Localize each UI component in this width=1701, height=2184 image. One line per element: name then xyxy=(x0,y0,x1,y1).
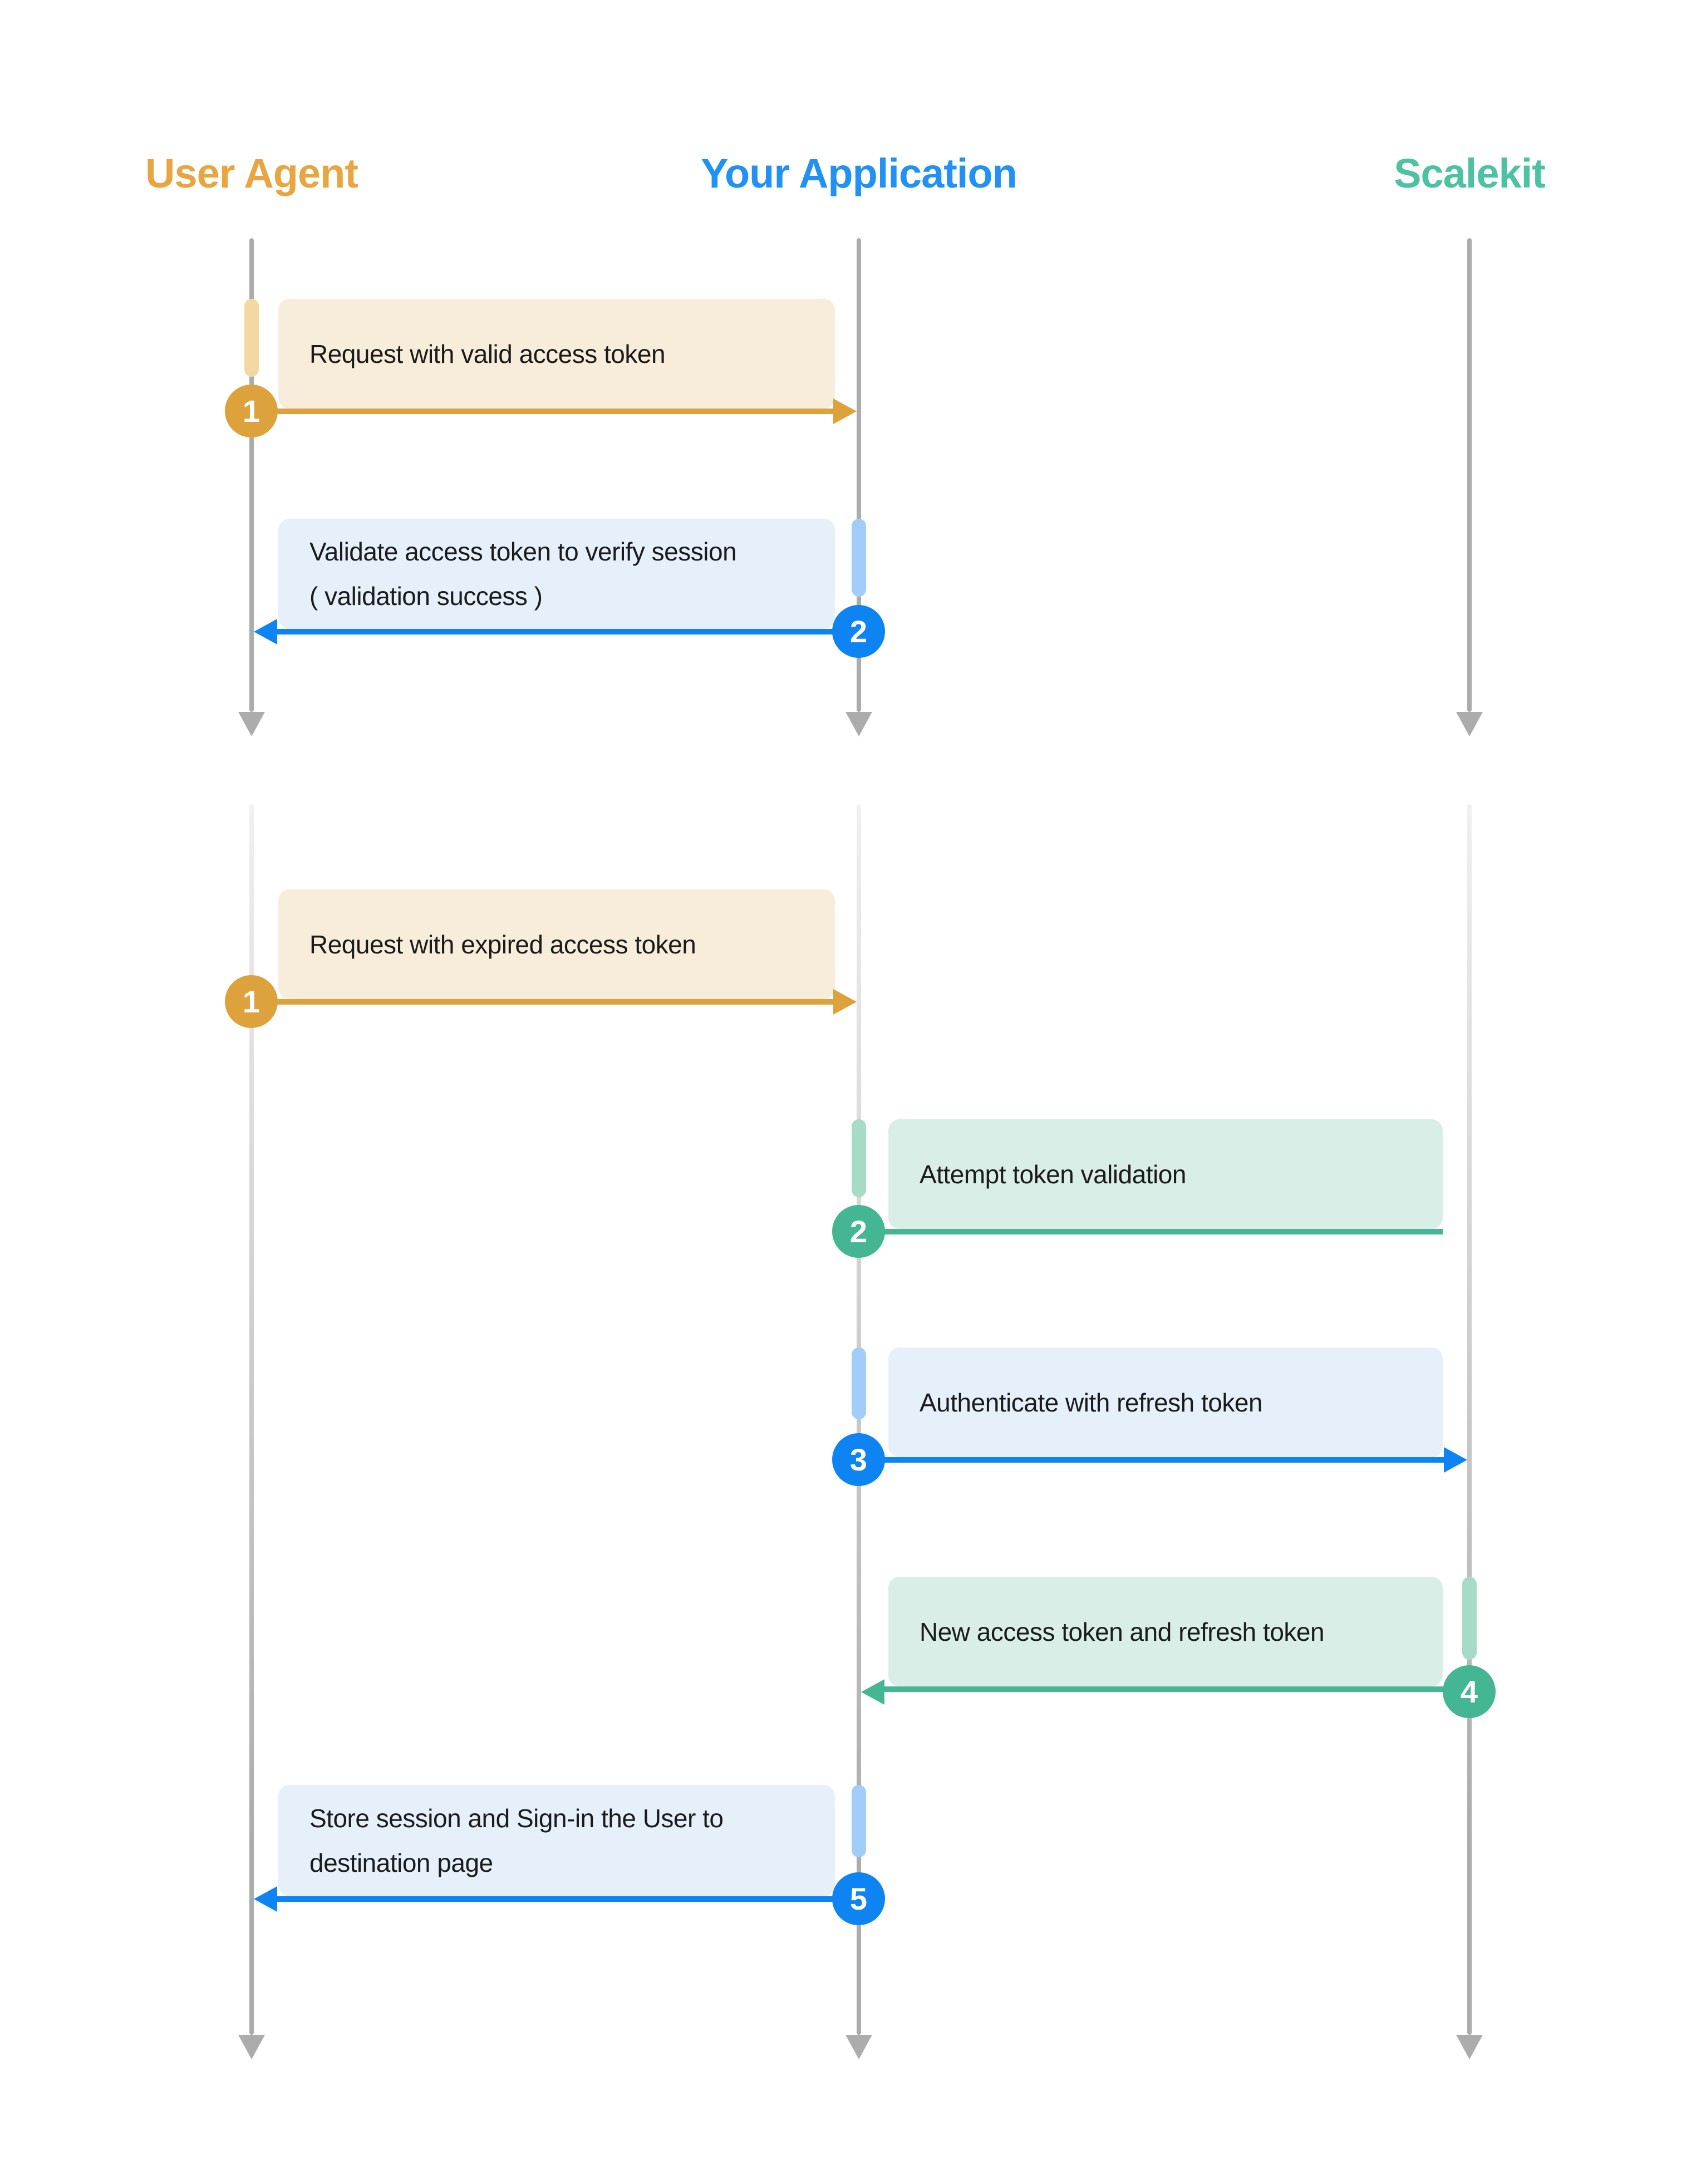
activation-bar xyxy=(852,1119,866,1197)
message-arrow xyxy=(277,1896,859,1902)
activation-bar xyxy=(1462,1577,1477,1660)
lifeline-arrowhead-user-agent-section2 xyxy=(238,2035,265,2059)
step-badge: 3 xyxy=(832,1433,885,1486)
activation-bar xyxy=(244,299,259,377)
step-badge: 1 xyxy=(225,975,278,1028)
lifeline-your-application-section2 xyxy=(857,804,861,2035)
message-arrow xyxy=(277,629,859,634)
lifeline-user-agent-section2 xyxy=(249,804,254,2035)
message-box: Request with valid access token xyxy=(278,299,835,409)
arrowhead-right-icon xyxy=(833,399,857,424)
step-badge: 2 xyxy=(832,1205,885,1258)
arrowhead-left-icon xyxy=(254,1886,277,1912)
message-box: Authenticate with refresh token xyxy=(888,1347,1443,1457)
actor-header-user-agent: User Agent xyxy=(145,150,358,196)
actor-header-your-application: Your Application xyxy=(701,150,1017,196)
message-arrow xyxy=(252,999,833,1005)
message-box: Validate access token to verify session … xyxy=(278,519,835,629)
lifeline-arrowhead-your-application-section2 xyxy=(845,2035,872,2059)
activation-bar xyxy=(852,1785,866,1857)
lifeline-user-agent-section1 xyxy=(249,238,254,712)
message-box: Store session and Sign-in the User to de… xyxy=(278,1785,835,1896)
activation-bar xyxy=(852,1347,866,1419)
arrowhead-left-icon xyxy=(861,1679,884,1705)
step-badge: 5 xyxy=(832,1872,885,1925)
message-underline xyxy=(859,1229,1443,1234)
lifeline-scalekit-section1 xyxy=(1467,238,1472,712)
message-arrow xyxy=(884,1686,1469,1692)
lifeline-arrowhead-scalekit-section2 xyxy=(1456,2035,1483,2059)
message-arrow xyxy=(252,409,833,414)
lifeline-arrowhead-user-agent-section1 xyxy=(238,712,265,736)
message-arrow xyxy=(859,1457,1444,1463)
lifeline-your-application-section1 xyxy=(857,238,861,712)
message-box: New access token and refresh token xyxy=(888,1577,1443,1686)
actor-header-scalekit: Scalekit xyxy=(1394,150,1546,196)
arrowhead-left-icon xyxy=(254,619,277,645)
step-badge: 4 xyxy=(1443,1665,1496,1718)
lifeline-arrowhead-scalekit-section1 xyxy=(1456,712,1483,736)
message-box: Request with expired access token xyxy=(278,889,835,999)
activation-bar xyxy=(852,519,866,597)
lifeline-scalekit-section2 xyxy=(1467,804,1472,2035)
step-badge: 2 xyxy=(832,605,885,658)
lifeline-arrowhead-your-application-section1 xyxy=(845,712,872,736)
arrowhead-right-icon xyxy=(833,989,857,1015)
step-badge: 1 xyxy=(225,385,278,437)
message-box: Attempt token validation xyxy=(888,1119,1443,1229)
arrowhead-right-icon xyxy=(1444,1447,1467,1473)
